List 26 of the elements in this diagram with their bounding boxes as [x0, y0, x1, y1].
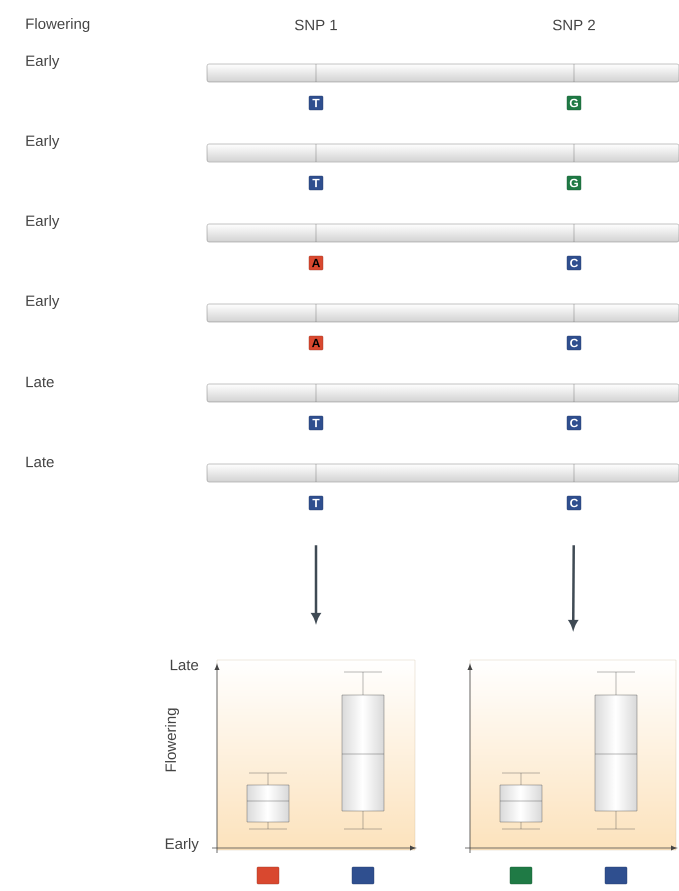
column-header: SNP 2 — [553, 20, 595, 30]
allele-box: C — [566, 416, 582, 430]
axis-label: Early — [166, 838, 199, 852]
allele-box: G — [566, 96, 582, 110]
allele-box: A — [308, 256, 324, 270]
allele-box: C — [566, 336, 582, 350]
axis-label: Flowering — [165, 708, 179, 772]
allele-box: A — [308, 336, 324, 350]
allele-box: T — [308, 96, 324, 110]
row-label: Early — [26, 215, 60, 229]
row-label: Late — [26, 456, 54, 468]
allele-box: G — [566, 176, 582, 190]
row-label: Early — [26, 295, 60, 309]
allele-box: T — [308, 176, 324, 190]
allele-box: T — [308, 496, 324, 510]
arrow — [312, 545, 320, 622]
arrow — [568, 545, 578, 629]
row-label: Late — [26, 376, 54, 388]
column-header: SNP 1 — [295, 20, 337, 30]
axis-label: Late — [170, 660, 198, 670]
allele-box: C — [566, 256, 582, 270]
column-header: Flowering — [26, 18, 90, 32]
row-label: Early — [26, 135, 60, 149]
row-label: Early — [26, 55, 60, 69]
allele-box: T — [308, 416, 324, 430]
allele-box: C — [566, 496, 582, 510]
